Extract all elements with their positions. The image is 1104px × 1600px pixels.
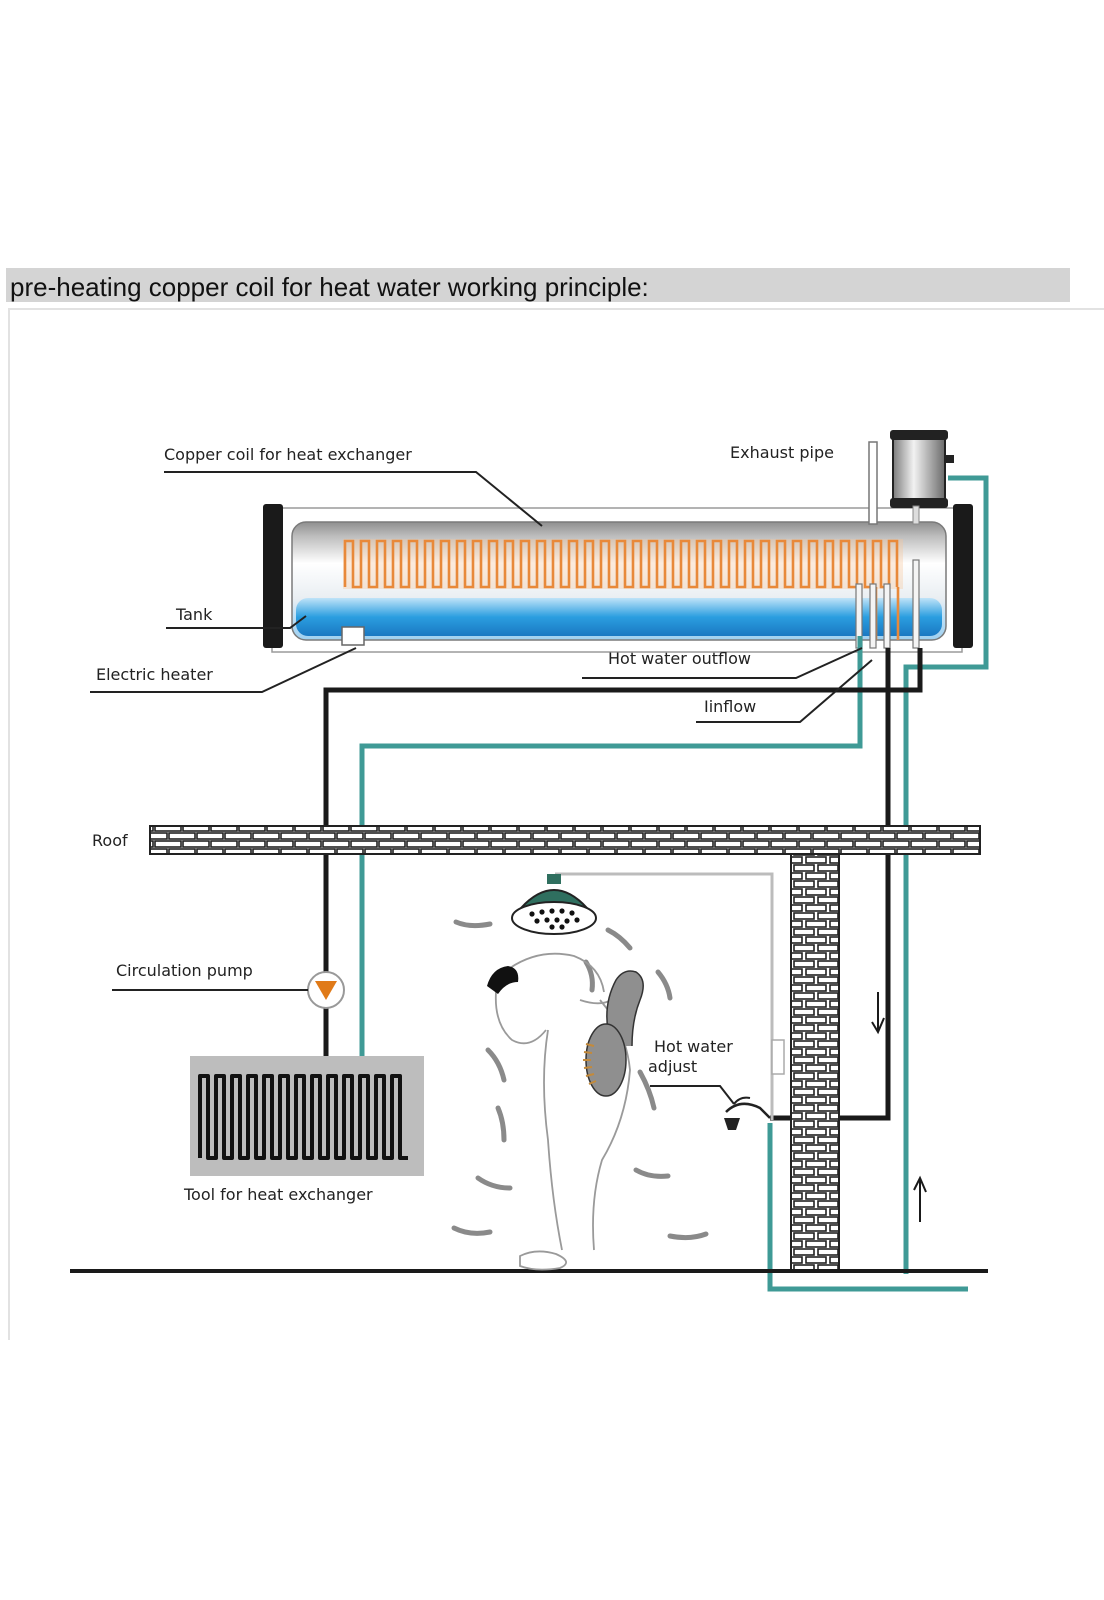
circulation-pump [307, 971, 345, 1009]
label-tool-heat-exchanger: Tool for heat exchanger [183, 1185, 373, 1204]
exhaust-pipe [868, 441, 878, 525]
label-circulation-pump: Circulation pump [116, 961, 253, 980]
arrow-down-icon [871, 992, 885, 1035]
electric-heater-box [341, 626, 365, 646]
label-copper-coil: Copper coil for heat exchanger [164, 445, 412, 464]
leader-lines [90, 471, 873, 1105]
page-title: pre-heating copper coil for heat water w… [10, 272, 649, 302]
label-inflow: Iinflow [704, 697, 756, 716]
label-hot-water-adjust-line1: Hot water [654, 1037, 733, 1056]
teal-pipe-aux [903, 475, 989, 1274]
water-level [296, 598, 942, 636]
tank-end-cap-left [263, 504, 283, 648]
title-bar: pre-heating copper coil for heat water w… [6, 268, 1070, 302]
brick-wall [790, 853, 840, 1273]
arrow-up-icon [913, 1175, 927, 1222]
label-exhaust-pipe: Exhaust pipe [730, 443, 834, 462]
label-tank: Tank [175, 605, 213, 624]
shower-head [511, 874, 597, 935]
solar-tank [263, 504, 973, 653]
pipes [323, 475, 989, 1292]
label-hot-water-outflow: Hot water outflow [608, 649, 751, 668]
tank-end-cap-right [953, 504, 973, 648]
teal-pipe-bottom [767, 1123, 968, 1292]
faucet-icon [724, 1096, 771, 1130]
flow-arrows [871, 992, 927, 1222]
water-spray [451, 919, 709, 1241]
heat-exchanger-tool [190, 1056, 424, 1176]
auxiliary-tank [890, 430, 954, 525]
back-brush-icon [583, 970, 644, 1097]
hair-icon [487, 966, 519, 994]
label-hot-water-adjust-line2: adjust [648, 1057, 697, 1076]
copper-coil [343, 539, 903, 640]
diagram-frame [8, 308, 1104, 1340]
label-electric-heater: Electric heater [96, 665, 213, 684]
roof [149, 825, 981, 855]
black-pipe-pump [323, 648, 923, 1056]
label-roof: Roof [92, 831, 128, 850]
